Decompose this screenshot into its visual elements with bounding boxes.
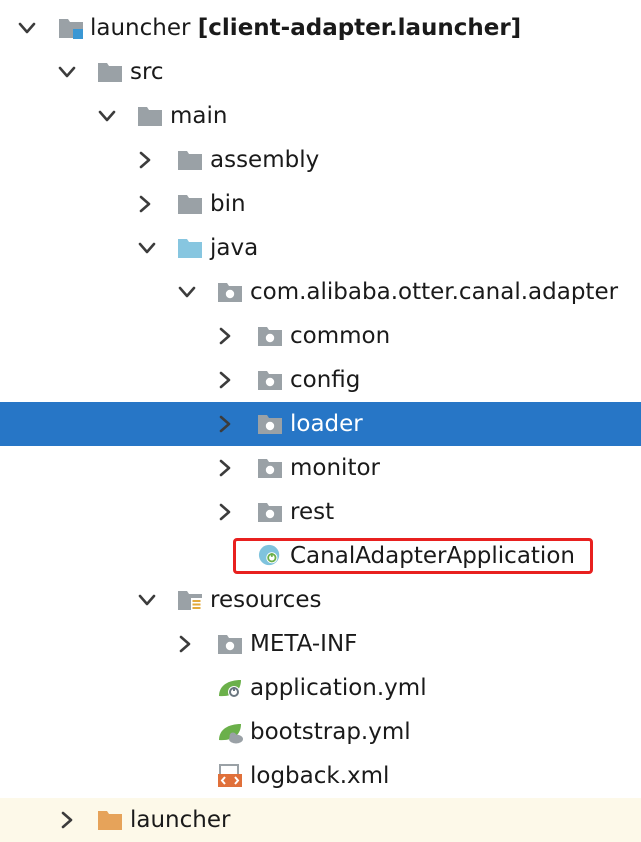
tree-row-monitor[interactable]: monitor [0,446,641,490]
highlight-annotation-box [233,538,593,574]
tree-row-launcher-module[interactable]: launcher [client-adapter.launcher] [0,6,641,50]
tree-item-label: config [290,367,361,393]
tree-row-logback-xml[interactable]: logback.xml [0,754,641,798]
chevron-right-icon[interactable] [135,194,155,214]
tree-row-loader[interactable]: loader [0,402,641,446]
tree-row-next-module[interactable]: launcher [0,798,641,842]
chevron-down-icon[interactable] [57,62,77,82]
tree-item-label: launcher [130,807,231,833]
chevron-down-icon[interactable] [137,590,157,610]
tree-item-label: assembly [210,147,320,173]
module-qualifier: [client-adapter.launcher] [197,15,522,41]
tree-item-label: META-INF [250,631,358,657]
module-name: launcher [90,15,191,41]
folder-icon [138,107,162,126]
tree-item-label: com.alibaba.otter.canal.adapter [250,279,619,305]
chevron-right-icon[interactable] [175,634,195,654]
package-icon [218,283,242,302]
tree-item-label: java [210,235,259,261]
package-icon [258,459,282,478]
tree-row-rest[interactable]: rest [0,490,641,534]
tree-row-application-yml[interactable]: application.yml [0,666,641,710]
folder-icon [178,151,202,170]
package-icon [218,635,242,654]
tree-item-label: common [290,323,391,349]
tree-row-main-class[interactable]: CanalAdapterApplication [0,534,641,578]
tree-item-label: bin [210,191,246,217]
chevron-right-icon[interactable] [215,458,235,478]
chevron-right-icon[interactable] [215,370,235,390]
tree-item-label: bootstrap.yml [250,719,411,745]
chevron-down-icon[interactable] [177,282,197,302]
tree-item-label: launcher [client-adapter.launcher] [90,13,521,43]
spring-boot-class-icon [258,544,280,566]
chevron-right-icon[interactable] [215,502,235,522]
folder-icon [178,195,202,214]
tree-item-label: logback.xml [250,763,390,789]
chevron-right-icon[interactable] [215,414,235,434]
xml-file-icon [218,764,242,787]
tree-item-label: src [130,59,164,85]
chevron-down-icon[interactable] [17,18,37,38]
resources-folder-icon [178,591,202,611]
tree-row-assembly[interactable]: assembly [0,138,641,182]
tree-row-src[interactable]: src [0,50,641,94]
tree-row-config[interactable]: config [0,358,641,402]
package-icon [258,371,282,390]
tree-row-common[interactable]: common [0,314,641,358]
tree-row-resources[interactable]: resources [0,578,641,622]
project-tree: launcher [client-adapter.launcher] src m… [0,6,641,842]
package-icon [258,503,282,522]
chevron-down-icon[interactable] [97,106,117,126]
module-folder-icon [59,19,83,39]
tree-item-label: resources [210,587,322,613]
tree-item-label: rest [290,499,335,525]
tree-item-label: CanalAdapterApplication [290,543,575,569]
spring-config-icon [219,680,241,698]
tree-row-main[interactable]: main [0,94,641,138]
chevron-right-icon[interactable] [135,150,155,170]
package-icon [258,415,282,434]
tree-item-label: application.yml [250,675,427,701]
tree-row-java[interactable]: java [0,226,641,270]
tree-row-bootstrap-yml[interactable]: bootstrap.yml [0,710,641,754]
folder-icon [98,63,122,82]
tree-item-label: main [170,103,228,129]
module-folder-icon [98,811,122,830]
spring-config-icon [219,724,243,744]
tree-item-label: loader [290,411,363,437]
source-folder-icon [178,239,202,258]
tree-row-package[interactable]: com.alibaba.otter.canal.adapter [0,270,641,314]
tree-row-meta-inf[interactable]: META-INF [0,622,641,666]
tree-row-bin[interactable]: bin [0,182,641,226]
tree-item-label: monitor [290,455,380,481]
chevron-right-icon[interactable] [57,810,77,830]
chevron-down-icon[interactable] [137,238,157,258]
chevron-right-icon[interactable] [215,326,235,346]
package-icon [258,327,282,346]
